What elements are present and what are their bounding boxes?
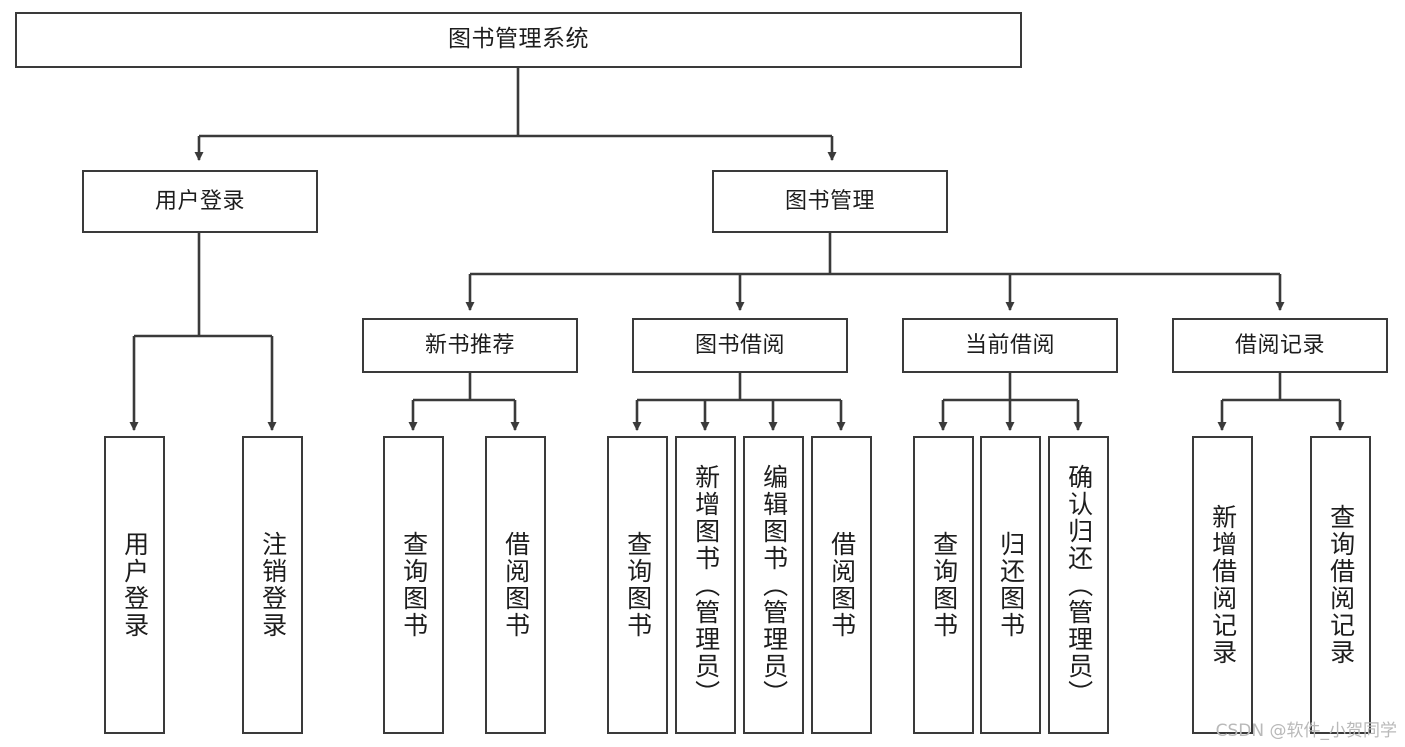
- leaf-logout[interactable]: 注销登录: [242, 436, 303, 734]
- node-user-login[interactable]: 用户登录: [82, 170, 318, 233]
- leaf-user-login[interactable]: 用户登录: [104, 436, 165, 734]
- leaf-query-book-borrow[interactable]: 查询图书: [607, 436, 668, 734]
- node-label: 查询图书: [929, 531, 959, 639]
- node-label: 查询借阅记录: [1326, 504, 1356, 666]
- node-label: 确认归还（管理员）: [1064, 463, 1094, 707]
- leaf-borrow-book[interactable]: 借阅图书: [811, 436, 872, 734]
- node-label: 用户登录: [154, 188, 245, 214]
- node-label: 用户登录: [120, 531, 150, 639]
- node-label: 新增图书（管理员）: [691, 463, 721, 707]
- node-book-borrowing[interactable]: 图书借阅: [632, 318, 848, 373]
- node-label: 借阅图书: [501, 531, 531, 639]
- node-label: 图书管理系统: [448, 26, 589, 53]
- leaf-add-borrow-record[interactable]: 新增借阅记录: [1192, 436, 1253, 734]
- node-label: 新书推荐: [424, 332, 515, 358]
- leaf-return-book[interactable]: 归还图书: [980, 436, 1041, 734]
- node-new-book-recommendation[interactable]: 新书推荐: [362, 318, 578, 373]
- leaf-query-book-new[interactable]: 查询图书: [383, 436, 444, 734]
- node-book-management[interactable]: 图书管理: [712, 170, 948, 233]
- leaf-edit-book-admin[interactable]: 编辑图书（管理员）: [743, 436, 804, 734]
- node-label: 当前借阅: [964, 332, 1055, 358]
- leaf-confirm-return-admin[interactable]: 确认归还（管理员）: [1048, 436, 1109, 734]
- node-label: 查询图书: [623, 531, 653, 639]
- node-root-book-management-system[interactable]: 图书管理系统: [15, 12, 1022, 68]
- node-label: 归还图书: [996, 531, 1026, 639]
- node-label: 借阅记录: [1234, 332, 1325, 358]
- node-label: 新增借阅记录: [1208, 504, 1238, 666]
- node-label: 图书借阅: [694, 332, 785, 358]
- node-label: 图书管理: [784, 188, 875, 214]
- node-label: 借阅图书: [827, 531, 857, 639]
- watermark: CSDN @软件_小贺同学: [1215, 721, 1397, 741]
- node-label: 查询图书: [399, 531, 429, 639]
- node-label: 编辑图书（管理员）: [759, 463, 789, 707]
- node-borrowing-record[interactable]: 借阅记录: [1172, 318, 1388, 373]
- node-current-borrowing[interactable]: 当前借阅: [902, 318, 1118, 373]
- node-label: 注销登录: [258, 531, 288, 639]
- leaf-query-borrow-record[interactable]: 查询借阅记录: [1310, 436, 1371, 734]
- leaf-add-book-admin[interactable]: 新增图书（管理员）: [675, 436, 736, 734]
- leaf-query-book-current[interactable]: 查询图书: [913, 436, 974, 734]
- leaf-borrow-book-new[interactable]: 借阅图书: [485, 436, 546, 734]
